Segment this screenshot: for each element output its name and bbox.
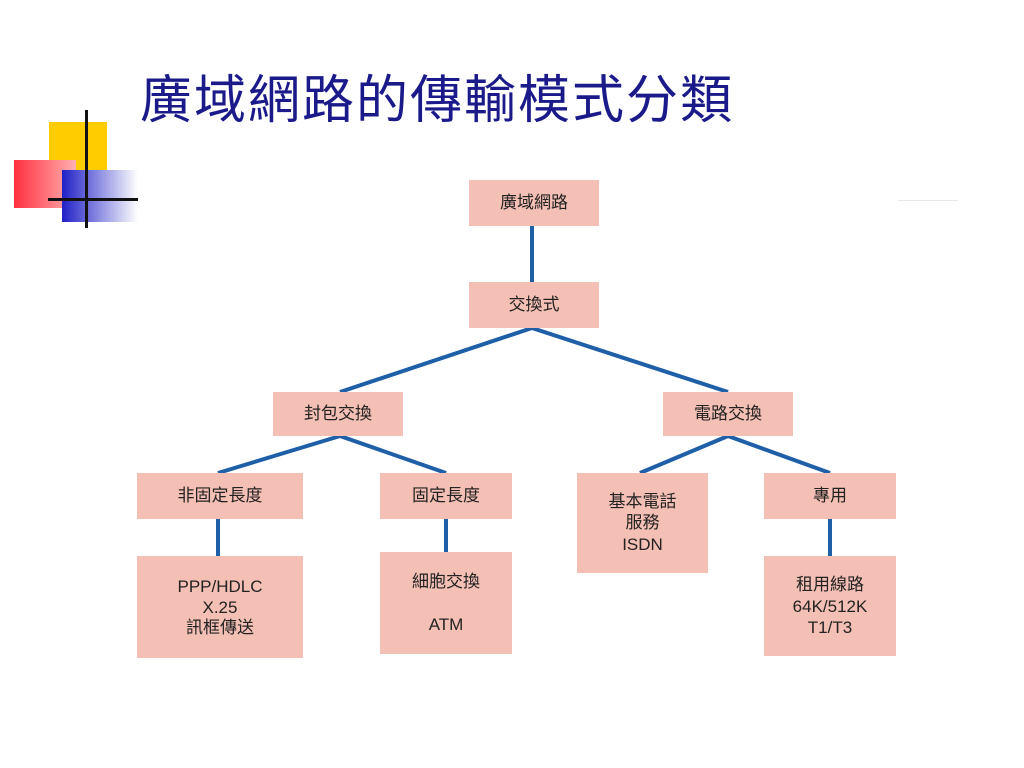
connector-switched-packet	[339, 326, 533, 394]
node-circuit-switching: 電路交換	[663, 392, 793, 436]
node-switched: 交換式	[469, 282, 599, 328]
decoration-blue-square	[62, 170, 138, 222]
node-variable-length-label: 非固定長度	[177, 485, 263, 506]
node-packet-switching: 封包交換	[273, 392, 403, 436]
node-leased-line3: T1/T3	[807, 617, 853, 637]
connector-switched-circuit	[531, 326, 729, 394]
node-fixed-length-label: 固定長度	[412, 485, 480, 506]
connector-circuit-basic	[639, 434, 729, 475]
node-ppp-line2: X.25	[202, 597, 238, 617]
connector-packet-fixed	[339, 434, 447, 475]
node-switched-label: 交換式	[508, 294, 560, 315]
decoration-horizontal-line	[48, 198, 138, 201]
node-leased-line1: 租用線路	[796, 574, 864, 595]
node-wan: 廣域網路	[469, 180, 599, 226]
node-basic-phone-line3: ISDN	[622, 534, 663, 554]
node-basic-phone-service: 基本電話 服務 ISDN	[577, 473, 708, 573]
node-packet-switching-label: 封包交換	[304, 403, 372, 424]
connector-packet-variable	[217, 434, 341, 475]
connector-circuit-dedicated	[727, 434, 831, 475]
page-title: 廣域網路的傳輸模式分類	[140, 71, 735, 131]
node-dedicated-label: 專用	[813, 485, 847, 506]
decoration-vertical-line	[85, 110, 88, 228]
node-cell-line3: ATM	[428, 614, 464, 634]
node-basic-phone-line1: 基本電話	[608, 491, 677, 512]
node-fixed-length: 固定長度	[380, 473, 512, 519]
node-ppp-hdlc: PPP/HDLC X.25 訊框傳送	[137, 556, 303, 658]
node-ppp-line3: 訊框傳送	[186, 617, 254, 638]
node-cell-switching: 細胞交換 ATM	[380, 552, 512, 654]
node-wan-label: 廣域網路	[500, 192, 568, 213]
node-dedicated: 專用	[764, 473, 896, 519]
node-variable-length: 非固定長度	[137, 473, 303, 519]
decoration-faint-line	[898, 200, 958, 201]
node-leased-line: 租用線路 64K/512K T1/T3	[764, 556, 896, 656]
node-circuit-switching-label: 電路交換	[694, 403, 762, 424]
node-ppp-line1: PPP/HDLC	[177, 576, 263, 596]
node-leased-line2: 64K/512K	[792, 596, 868, 616]
node-basic-phone-line2: 服務	[625, 512, 660, 533]
node-cell-line1: 細胞交換	[412, 571, 480, 592]
